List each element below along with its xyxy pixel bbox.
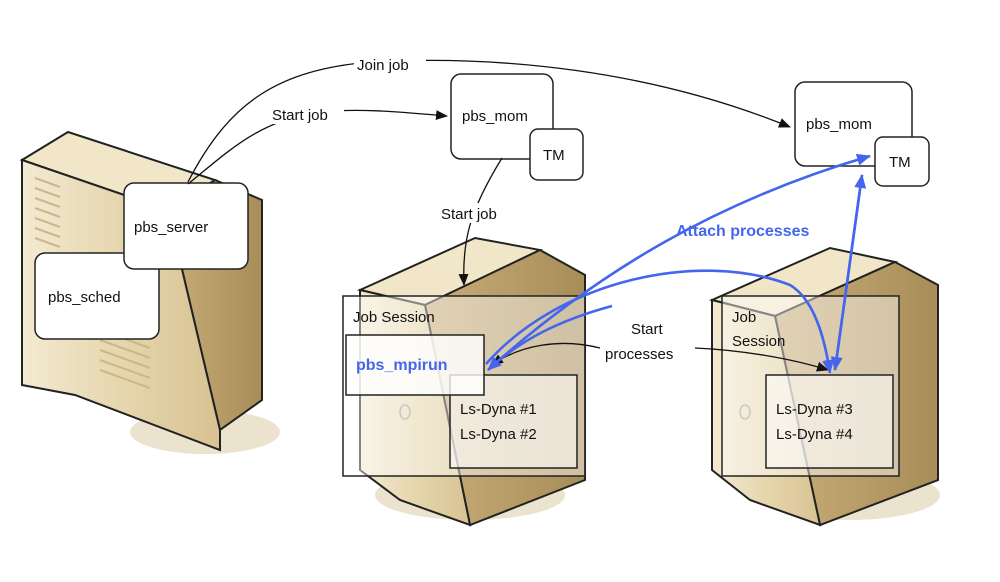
back-to-mpirun-arrow	[487, 304, 613, 371]
pbs-sched-box: pbs_sched	[34, 252, 160, 340]
pbs-mom-left-box: pbs_mom TM	[450, 73, 584, 181]
pbs-mpirun-label: pbs_mpirun	[356, 357, 448, 374]
job-session-left-title: Job Session	[353, 309, 435, 326]
pbs-sched-label: pbs_sched	[48, 289, 121, 306]
pbs-mom-right-label: pbs_mom	[806, 116, 872, 133]
tm-left-label: TM	[543, 147, 565, 164]
process-box-right: Ls-Dyna #3 Ls-Dyna #4	[765, 374, 894, 469]
mpirun-to-right-procs-arrow	[485, 269, 834, 374]
process-ls-dyna-2: Ls-Dyna #2	[460, 426, 537, 443]
start-job-top-label: Start job	[272, 107, 328, 124]
blue-arrows	[485, 153, 871, 374]
pbs-mom-left-label: pbs_mom	[462, 108, 528, 125]
job-session-right-title-line1: Job	[732, 309, 756, 326]
pbs-mom-right-box: pbs_mom TM	[794, 81, 930, 187]
pbs-server-box: pbs_server	[123, 182, 249, 270]
process-ls-dyna-3: Ls-Dyna #3	[776, 401, 853, 418]
process-ls-dyna-4: Ls-Dyna #4	[776, 426, 853, 443]
job-session-right-title-line2: Session	[732, 333, 785, 350]
start-job-mid-label: Start job	[441, 206, 497, 223]
start-processes-label-line2: processes	[605, 346, 673, 363]
process-ls-dyna-1: Ls-Dyna #1	[460, 401, 537, 418]
start-processes-right-arrow	[694, 347, 829, 372]
tm-right-label: TM	[889, 154, 911, 171]
procs-to-tm-arrow	[833, 174, 867, 371]
join-job-label: Join job	[357, 57, 409, 74]
attach-to-tm-arrow	[489, 153, 871, 369]
pbs-mpirun-box: pbs_mpirun	[345, 334, 485, 396]
tm-left-box	[529, 128, 584, 181]
pbs-server-label: pbs_server	[134, 219, 208, 236]
attach-processes-label: Attach processes	[676, 223, 809, 240]
tm-right-box	[874, 136, 930, 187]
edge-labels: Join job Start job Start job Start proce…	[270, 54, 809, 366]
start-job-mid-arrow	[458, 157, 503, 286]
start-processes-label-line1: Start	[631, 321, 664, 338]
